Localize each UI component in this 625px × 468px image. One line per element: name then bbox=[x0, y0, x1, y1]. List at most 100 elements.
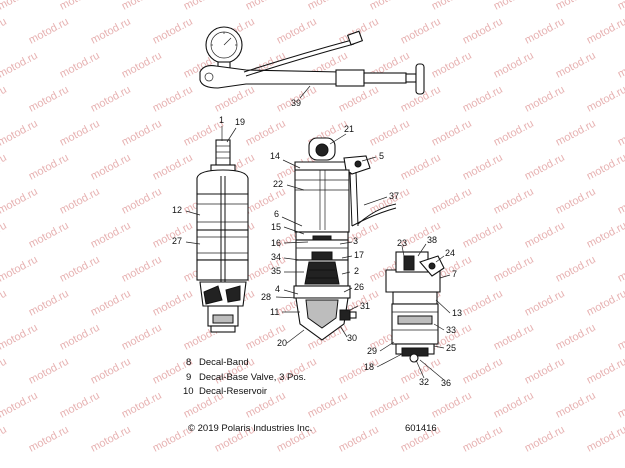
watermark-text: motod.ru bbox=[120, 390, 164, 421]
legend-num: 8 bbox=[186, 357, 191, 368]
callout-36: 36 bbox=[441, 378, 451, 388]
watermark-text: motod.ru bbox=[430, 0, 474, 13]
watermark-text: motod.ru bbox=[399, 152, 443, 183]
callout-5: 5 bbox=[379, 151, 384, 161]
watermark-text: motod.ru bbox=[89, 84, 133, 115]
watermark-text: motod.ru bbox=[151, 288, 195, 319]
watermark-text: motod.ru bbox=[0, 16, 9, 47]
callout-7: 7 bbox=[452, 269, 457, 279]
watermark-text: motod.ru bbox=[554, 50, 598, 81]
watermark-text: motod.ru bbox=[244, 0, 288, 13]
watermark-text: motod.ru bbox=[89, 16, 133, 47]
watermark-text: motod.ru bbox=[492, 254, 536, 285]
watermark-text: motod.ru bbox=[399, 16, 443, 47]
watermark-text: motod.ru bbox=[0, 118, 40, 149]
left-shock-drawing bbox=[196, 139, 249, 333]
callout-13: 13 bbox=[452, 308, 462, 318]
callout-6: 6 bbox=[274, 209, 279, 219]
callout-3: 3 bbox=[353, 236, 358, 246]
watermark-text: motod.ru bbox=[523, 84, 567, 115]
watermark-text: motod.ru bbox=[523, 152, 567, 183]
watermark-text: motod.ru bbox=[368, 118, 412, 149]
watermark-text: motod.ru bbox=[554, 390, 598, 421]
watermark-text: motod.ru bbox=[306, 390, 350, 421]
callout-27: 27 bbox=[172, 236, 182, 246]
watermark-text: motod.ru bbox=[27, 220, 71, 251]
watermark-text: motod.ru bbox=[58, 118, 102, 149]
middle-shock-drawing bbox=[293, 137, 397, 341]
watermark-text: motod.ru bbox=[27, 424, 71, 455]
watermark-text: motod.ru bbox=[461, 424, 505, 455]
callout-31: 31 bbox=[360, 301, 370, 311]
watermark-text: motod.ru bbox=[430, 186, 474, 217]
leader-lines bbox=[185, 85, 451, 381]
watermark-text: motod.ru bbox=[616, 322, 625, 353]
callout-16: 16 bbox=[271, 238, 281, 248]
watermark-text: motod.ru bbox=[461, 288, 505, 319]
legend-desc: Decal-Reservoir bbox=[199, 386, 267, 397]
callout-18: 18 bbox=[364, 362, 374, 372]
callout-1: 1 bbox=[219, 115, 224, 125]
watermark-text: motod.ru bbox=[0, 322, 40, 353]
watermark-text: motod.ru bbox=[0, 356, 9, 387]
watermark-text: motod.ru bbox=[585, 220, 625, 251]
legend-desc: Decal-Base Valve, 3 Pos. bbox=[199, 372, 306, 383]
watermark-text: motod.ru bbox=[27, 356, 71, 387]
callout-4: 4 bbox=[275, 284, 280, 294]
watermark-text: motod.ru bbox=[27, 152, 71, 183]
watermark-text: motod.ru bbox=[244, 186, 288, 217]
watermark-text: motod.ru bbox=[120, 50, 164, 81]
watermark-text: motod.ru bbox=[492, 186, 536, 217]
watermark-text: motod.ru bbox=[585, 356, 625, 387]
watermark-text: motod.ru bbox=[461, 152, 505, 183]
watermark-text: motod.ru bbox=[616, 0, 625, 13]
watermark-text: motod.ru bbox=[523, 424, 567, 455]
callout-11: 11 bbox=[270, 307, 279, 317]
watermark-text: motod.ru bbox=[0, 254, 40, 285]
callout-39: 39 bbox=[291, 98, 301, 108]
callout-23: 23 bbox=[397, 238, 407, 248]
callout-20: 20 bbox=[277, 338, 287, 348]
watermark-text: motod.ru bbox=[492, 50, 536, 81]
callout-12: 12 bbox=[172, 205, 182, 215]
watermark-text: motod.ru bbox=[430, 118, 474, 149]
legend-desc: Decal-Band bbox=[199, 357, 249, 368]
callout-35: 35 bbox=[271, 266, 281, 276]
callout-22: 22 bbox=[273, 179, 283, 189]
watermark-text: motod.ru bbox=[0, 424, 9, 455]
callout-19: 19 bbox=[235, 117, 245, 127]
watermark-text: motod.ru bbox=[58, 254, 102, 285]
watermark-text: motod.ru bbox=[585, 16, 625, 47]
callout-28: 28 bbox=[261, 292, 271, 302]
watermark-text: motod.ru bbox=[337, 356, 381, 387]
watermark-text: motod.ru bbox=[120, 118, 164, 149]
watermark-text: motod.ru bbox=[616, 254, 625, 285]
callout-15: 15 bbox=[271, 222, 281, 232]
watermark-text: motod.ru bbox=[120, 254, 164, 285]
watermark-text: motod.ru bbox=[120, 322, 164, 353]
watermark-text: motod.ru bbox=[89, 288, 133, 319]
watermark-text: motod.ru bbox=[0, 186, 40, 217]
watermark-text: motod.ru bbox=[58, 186, 102, 217]
watermark-text: motod.ru bbox=[492, 0, 536, 13]
watermark-text: motod.ru bbox=[58, 50, 102, 81]
copyright-text: © 2019 Polaris Industries Inc. bbox=[188, 423, 312, 434]
watermark-text: motod.ru bbox=[0, 390, 40, 421]
watermark-text: motod.ru bbox=[616, 50, 625, 81]
watermark-text: motod.ru bbox=[616, 390, 625, 421]
callout-37: 37 bbox=[389, 191, 399, 201]
watermark-text: motod.ru bbox=[523, 220, 567, 251]
callout-17: 17 bbox=[354, 250, 364, 260]
watermark-text: motod.ru bbox=[244, 118, 288, 149]
watermark-text: motod.ru bbox=[554, 0, 598, 13]
callout-33: 33 bbox=[446, 325, 456, 335]
watermark-text: motod.ru bbox=[0, 50, 40, 81]
watermark-text: motod.ru bbox=[368, 390, 412, 421]
callout-24: 24 bbox=[445, 248, 455, 258]
callout-30: 30 bbox=[347, 333, 357, 343]
watermark-text: motod.ru bbox=[585, 152, 625, 183]
watermark-text: motod.ru bbox=[244, 254, 288, 285]
watermark-text: motod.ru bbox=[554, 186, 598, 217]
watermark-text: motod.ru bbox=[523, 288, 567, 319]
drawing-number: 601416 bbox=[405, 423, 437, 434]
